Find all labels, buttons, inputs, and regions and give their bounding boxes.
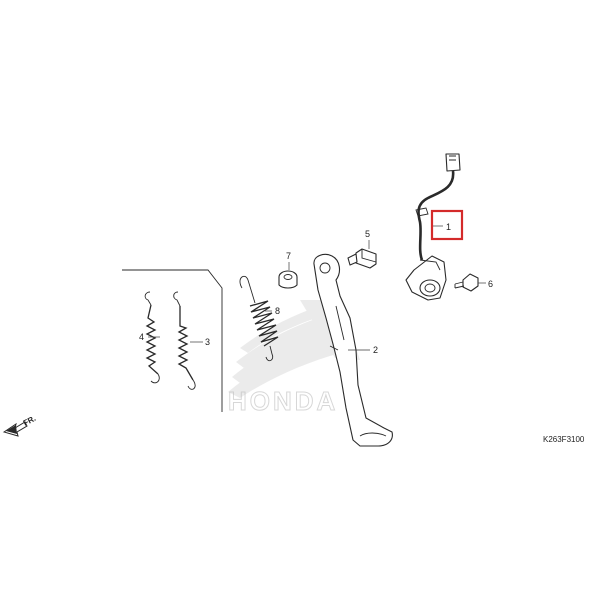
front-direction-arrow-icon — [2, 421, 28, 437]
direction-label: FR. — [22, 414, 38, 428]
lock-nut — [278, 270, 298, 289]
flange-bolt — [454, 273, 479, 292]
spring-b — [173, 291, 196, 390]
callout-8-label[interactable]: 8 — [275, 306, 280, 316]
drawing-code: K263F3100 — [543, 435, 585, 444]
spring-group-bracket — [122, 269, 223, 412]
honda-watermark-text: HONDA — [228, 386, 338, 416]
side-stand-switch — [405, 153, 461, 301]
callout-1-label[interactable]: 1 — [446, 222, 451, 232]
callout-1-highlight-box — [430, 209, 464, 241]
callout-5-label[interactable]: 5 — [365, 229, 370, 239]
callout-4-label[interactable]: 4 — [139, 332, 144, 342]
side-stand-spring — [239, 275, 279, 362]
pivot-bolt — [347, 248, 377, 269]
callout-3-label[interactable]: 3 — [205, 337, 210, 347]
spring-a — [144, 291, 160, 384]
callout-2-label[interactable]: 2 — [373, 345, 378, 355]
callout-6-label[interactable]: 6 — [488, 279, 493, 289]
callout-7-label[interactable]: 7 — [286, 251, 291, 261]
side-stand — [313, 253, 393, 447]
